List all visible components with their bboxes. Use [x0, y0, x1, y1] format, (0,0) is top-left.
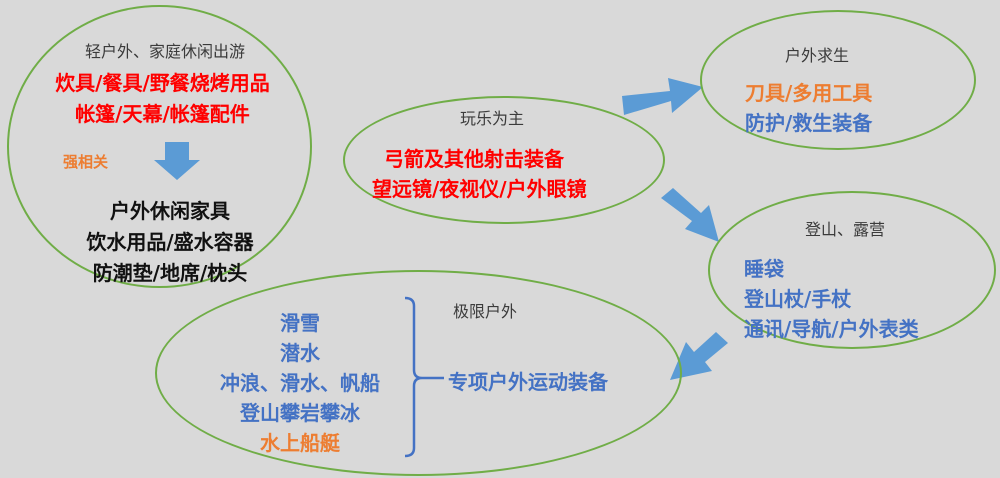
- light-outdoor-red-item: 帐篷/天幕/帐篷配件: [75, 102, 250, 126]
- arrow-left-lower-icon: [670, 332, 728, 380]
- play-red-item: 弓箭及其他射击装备: [384, 147, 564, 171]
- extreme-blue-item: 冲浪、滑水、帆船: [220, 371, 380, 395]
- extreme-blue-item: 潜水: [280, 341, 320, 365]
- arrow-right-lower-icon: [661, 188, 719, 242]
- light-outdoor-black-item: 防潮垫/地席/枕头: [92, 261, 248, 285]
- survival-blue-item: 防护/救生装备: [745, 111, 873, 135]
- camping-blue-item: 睡袋: [744, 257, 784, 281]
- ellipse-survival: [700, 10, 976, 150]
- camping-title: 登山、露营: [805, 220, 886, 239]
- light-outdoor-black-item: 户外休闲家具: [110, 199, 230, 223]
- light-outdoor-red-item: 炊具/餐具/野餐烧烤用品: [55, 71, 270, 95]
- extreme-orange-item: 水上船艇: [260, 431, 340, 455]
- extreme-blue-item: 滑雪: [280, 311, 320, 335]
- camping-blue-item: 登山杖/手杖: [744, 287, 852, 311]
- play-red-item: 望远镜/夜视仪/户外眼镜: [372, 177, 587, 201]
- survival-orange-item: 刀具/多用工具: [745, 81, 873, 105]
- extreme-title: 极限户外: [453, 302, 518, 321]
- light-outdoor-title: 轻户外、家庭休闲出游: [84, 42, 245, 61]
- ellipse-camping: [708, 191, 996, 349]
- extreme-group-label: 专项户外运动装备: [448, 370, 608, 394]
- arrow-right-upper-icon: [622, 78, 703, 115]
- ellipse-extreme: [155, 270, 682, 476]
- ellipse-light-outdoor: [7, 5, 312, 288]
- extreme-blue-item: 登山攀岩攀冰: [240, 401, 360, 425]
- ellipse-play: [343, 96, 665, 224]
- camping-blue-item: 通讯/导航/户外表类: [744, 317, 919, 341]
- light-outdoor-black-item: 饮水用品/盛水容器: [86, 230, 254, 254]
- survival-title: 户外求生: [785, 46, 850, 65]
- relation-label: 强相关: [63, 153, 109, 171]
- play-title: 玩乐为主: [460, 109, 525, 128]
